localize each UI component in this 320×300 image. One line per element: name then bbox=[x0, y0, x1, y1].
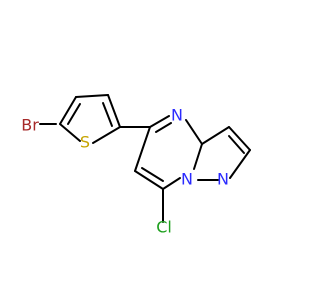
atom-s-label: S bbox=[80, 133, 90, 152]
bond-c3a-n7a bbox=[193, 143, 203, 170]
bond-c1-c2 bbox=[59, 96, 77, 125]
bond-c5-n4-inner bbox=[155, 122, 172, 133]
bond-c1-c2-inner bbox=[67, 103, 81, 125]
atom-n1-label: N bbox=[217, 170, 229, 189]
bond-c2-n1 bbox=[229, 149, 251, 179]
bond-c7-c6 bbox=[134, 170, 164, 190]
molecule-structure: Br S N N N Cl bbox=[21, 94, 251, 237]
bond-n7a-c7 bbox=[162, 177, 181, 190]
bond-c3-c2 bbox=[228, 126, 251, 151]
bond-c3-c4 bbox=[107, 94, 121, 128]
bond-c5-n4 bbox=[149, 115, 170, 128]
bond-c3-c4-inner bbox=[102, 102, 113, 127]
atom-n7a-label: N bbox=[181, 170, 193, 189]
bond-c3a-c3 bbox=[201, 126, 230, 145]
atom-cl-label: Cl bbox=[156, 218, 172, 237]
atom-br-label: Br bbox=[21, 116, 39, 135]
bond-n4-c3a bbox=[185, 119, 203, 145]
bond-s-c4 bbox=[92, 126, 121, 144]
molecule-canvas: Br S N N N Cl bbox=[21, 94, 251, 237]
bond-c2-c3 bbox=[75, 94, 109, 98]
bond-c7-c6-inner bbox=[141, 167, 164, 182]
bond-c1-s bbox=[59, 123, 81, 142]
bond-c3-c2-inner bbox=[228, 135, 245, 154]
bond-c6-c5 bbox=[134, 126, 151, 172]
atom-n4-label: N bbox=[171, 106, 183, 125]
